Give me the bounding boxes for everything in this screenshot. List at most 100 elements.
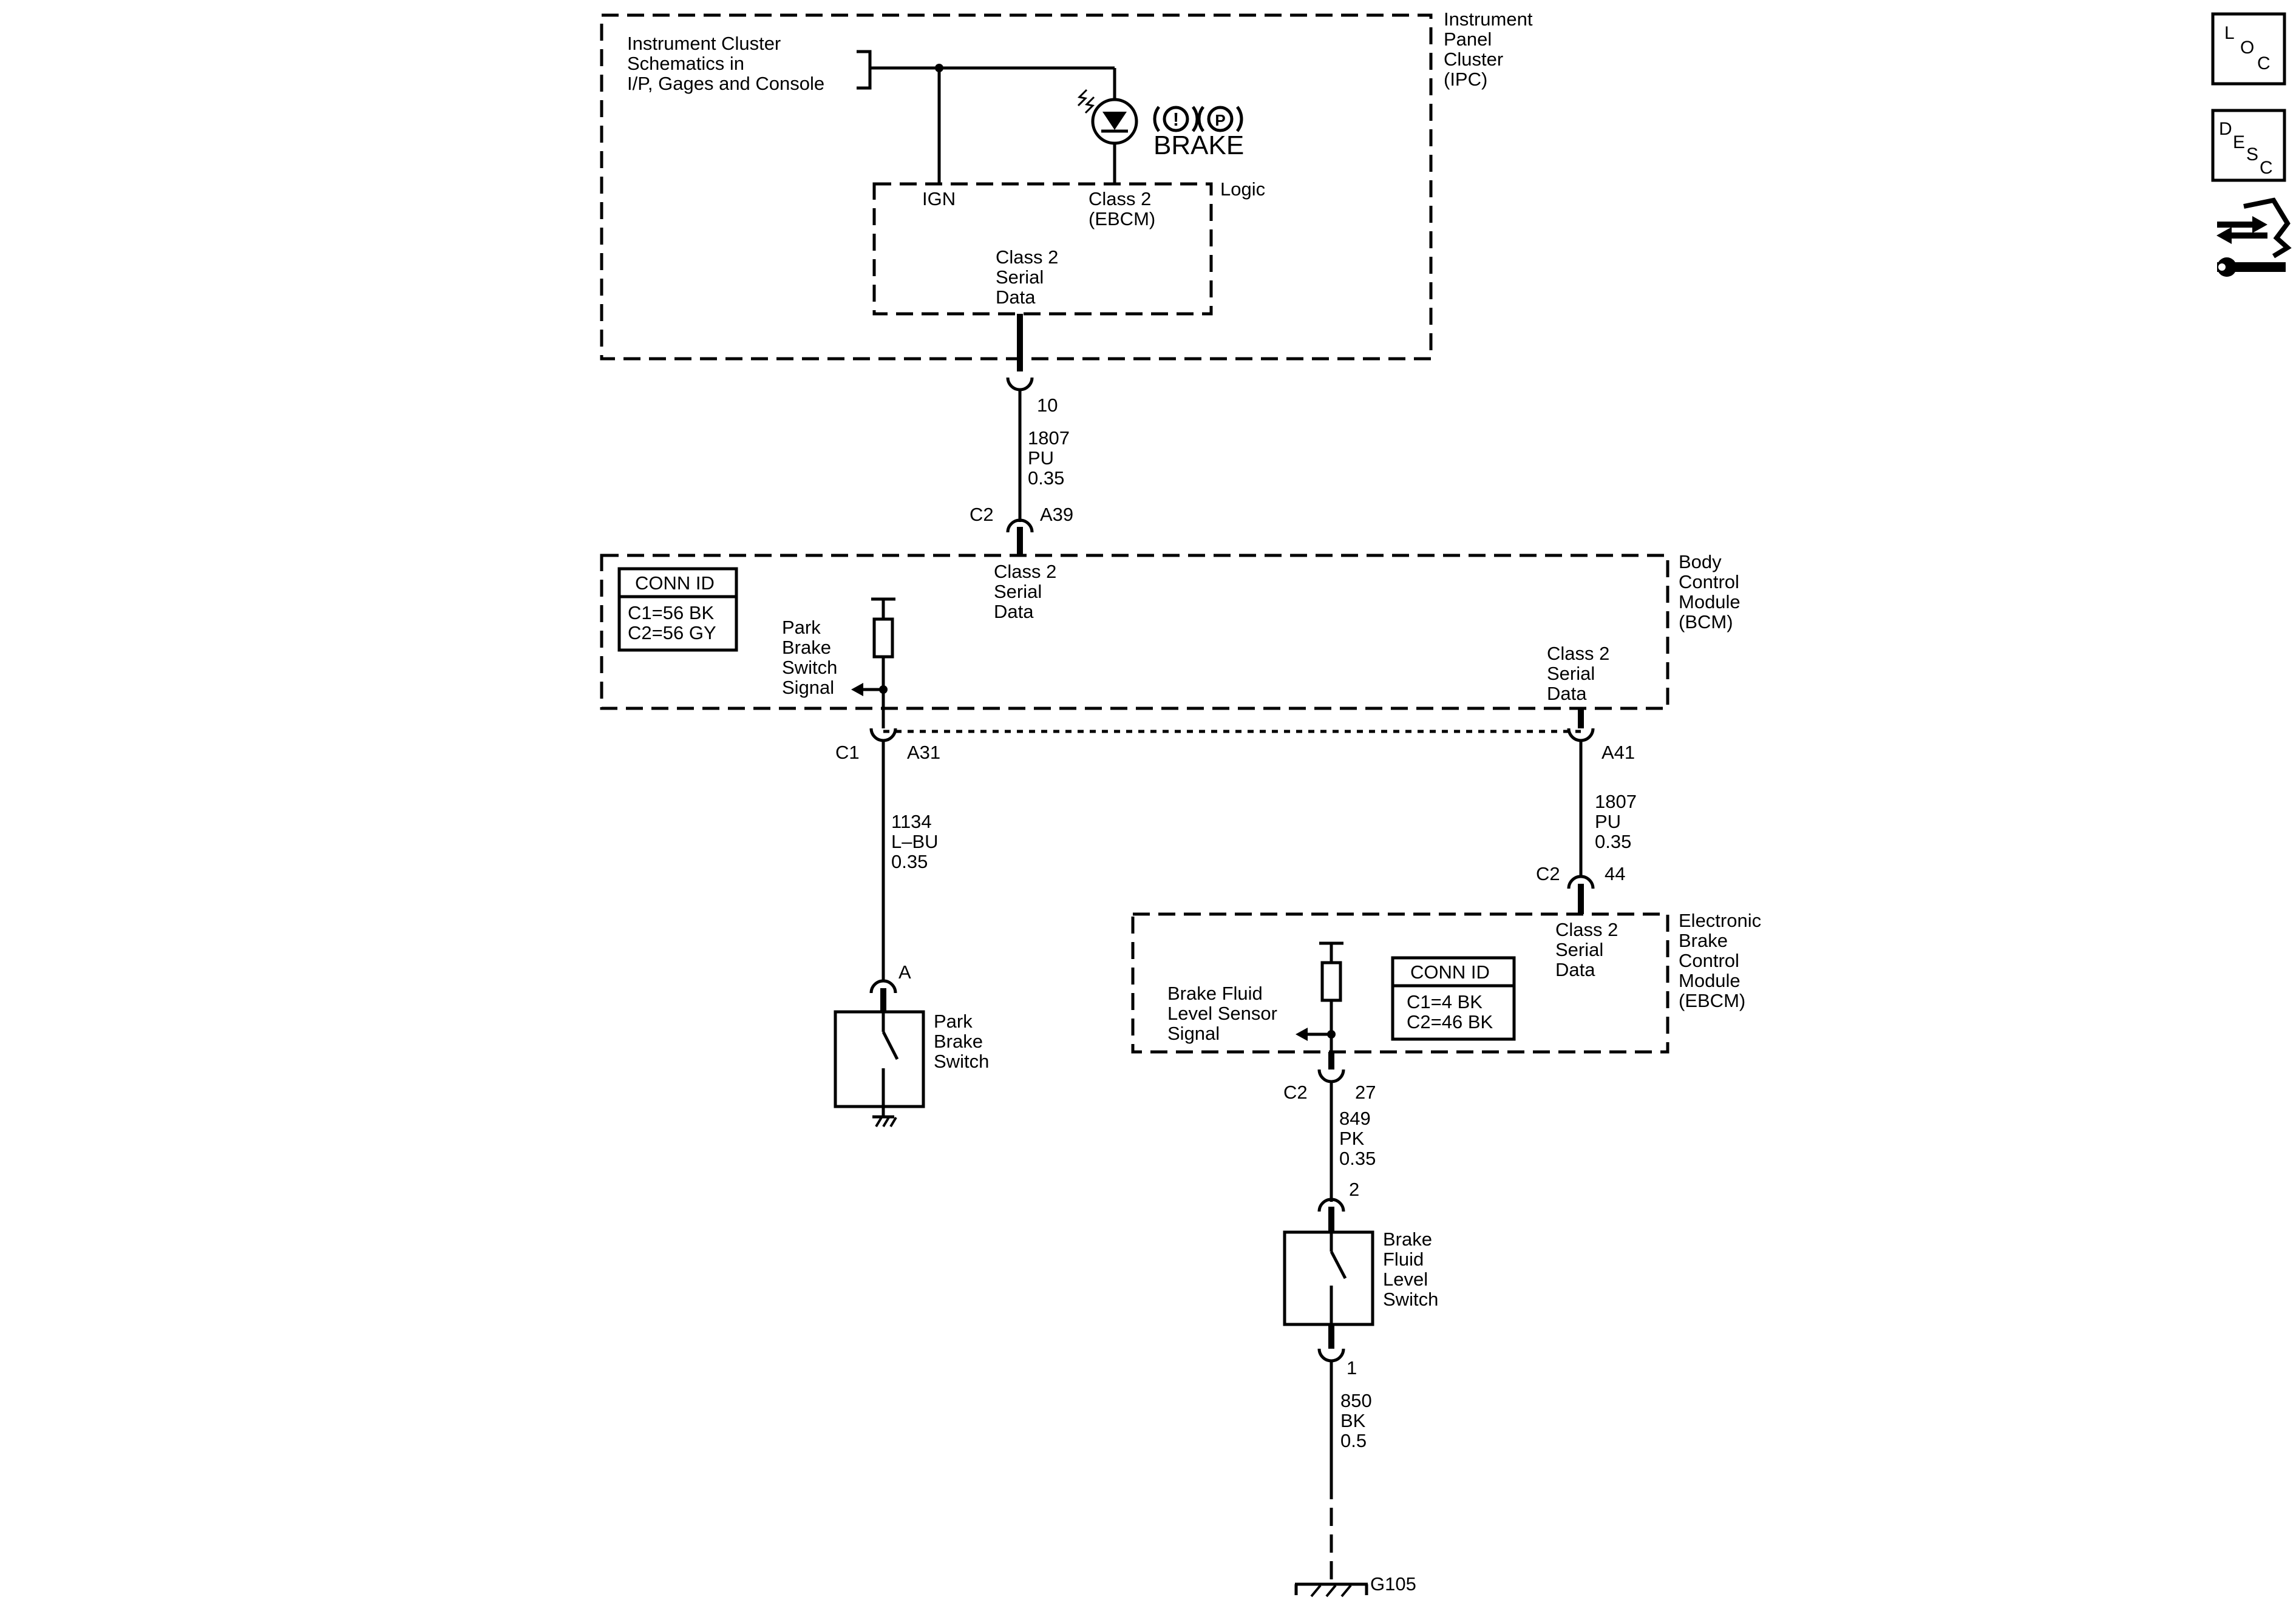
ipc-ref-line-3[interactable]: I/P, Gages and Console (627, 73, 824, 94)
ebcm-name-line-1: Electronic (1679, 910, 1761, 931)
ebcm-connector-pin-27 (1317, 1069, 1345, 1083)
ebcm-conn-id-table: CONN ID C1=4 BK C2=46 BK (1391, 956, 1516, 1041)
bcm-module: CONN ID C1=56 BK C2=56 GY Class 2 Serial… (600, 551, 1741, 728)
fluid-switch-pin (1317, 1198, 1345, 1212)
ipc-module: Instrument Cluster Schematics in I/P, Ga… (600, 8, 1533, 361)
wire-ground: 1 850 BK 0.5 G105 (1294, 1324, 1416, 1598)
connector-repair-icon[interactable] (2216, 197, 2292, 277)
ebcm-name-line-3: Control (1679, 950, 1739, 971)
park-brake-glyph: P (1215, 111, 1225, 129)
ipc-ref-line-1[interactable]: Instrument Cluster (627, 33, 781, 54)
loc-button[interactable]: L O C (2211, 12, 2286, 86)
brake-warning-symbol: ! (1153, 106, 1199, 132)
bcm-connector-c2: C2 (970, 504, 994, 525)
desc-letter-c: C (2260, 158, 2273, 178)
ebcm-serial-line-3: Data (1555, 959, 1595, 980)
wire-ebcm-to-fluid-switch: C2 27 849 PK 0.35 2 (1283, 1052, 1376, 1232)
bcm-serial-top-line-1: Class 2 (994, 561, 1056, 582)
ipc-logic-boundary (872, 182, 1213, 316)
bcm-name-line-1: Body (1679, 551, 1722, 572)
circuit-1807-number: 1807 (1028, 427, 1070, 449)
fluid-switch-name-1: Brake (1383, 1229, 1432, 1250)
ebcm-serial-line-2: Serial (1555, 939, 1603, 960)
ipc-serial-data-line-2: Serial (996, 266, 1044, 288)
desc-letter-s: S (2246, 144, 2258, 164)
circuit-1807-color: PU (1028, 447, 1054, 469)
loc-letter-o: O (2240, 38, 2254, 58)
bcm-serial-right-line-1: Class 2 (1547, 643, 1609, 664)
brake-warning-glyph: ! (1173, 109, 1179, 130)
ipc-ref-line-2[interactable]: Schematics in (627, 53, 744, 74)
bcm-conn-id-title: CONN ID (635, 572, 715, 594)
bcm-connector-pin-a31 (869, 728, 897, 742)
bcm-serial-top-line-2: Serial (994, 581, 1042, 602)
light-emission-icon (1077, 89, 1088, 107)
circuit-849-number: 849 (1339, 1108, 1371, 1129)
bcm-pin-a39: A39 (1040, 504, 1073, 525)
bcm-conn-id-c2: C2=56 GY (628, 622, 716, 643)
bcm-serial-top-line-3: Data (994, 601, 1034, 622)
fluid-connector-c2: C2 (1283, 1082, 1308, 1103)
brake-indicator-lamp (1077, 89, 1138, 145)
ipc-ign-label: IGN (922, 188, 956, 209)
ipc-serial-data-line-1: Class 2 (996, 246, 1058, 268)
bcm-conn-id-c1: C1=56 BK (628, 602, 715, 623)
ipc-name-line-1: Instrument (1444, 8, 1533, 30)
park-brake-switch-name-1: Park (934, 1011, 973, 1032)
loc-letter-l: L (2224, 23, 2235, 43)
brake-fluid-level-switch: Brake Fluid Level Switch (1283, 1229, 1438, 1326)
bcm-pullup-resistor (851, 597, 895, 728)
circuit-850-number: 850 (1340, 1390, 1372, 1411)
park-brake-signal-line-2: Brake (782, 637, 831, 658)
ipc-boundary (600, 13, 1433, 361)
bcm-connector-pin-a39 (1006, 518, 1034, 533)
bcm-name-line-2: Control (1679, 571, 1739, 592)
ebcm-conn-id-title: CONN ID (1410, 961, 1490, 983)
ground-icon (1294, 1582, 1368, 1598)
park-brake-symbol: P (1197, 106, 1243, 132)
ebcm-name-line-5: (EBCM) (1679, 990, 1745, 1011)
fluid-pin-27: 27 (1355, 1082, 1376, 1103)
circuit-1134-number: 1134 (891, 811, 932, 832)
circuit-1807-gauge: 0.35 (1028, 467, 1064, 489)
ipc-name-line-4: (IPC) (1444, 69, 1487, 90)
fluid-signal-line-3: Signal (1167, 1023, 1220, 1044)
wire-bcm-to-ebcm: A41 1807 PU 0.35 C2 44 (1536, 728, 1637, 914)
circuit-1807-b-gauge: 0.35 (1595, 831, 1631, 852)
ebcm-conn-id-c1: C1=4 BK (1407, 991, 1483, 1012)
ebcm-name-line-4: Module (1679, 970, 1741, 991)
bcm-pin-a41: A41 (1601, 742, 1635, 763)
wire-ipc-to-bcm: 10 1807 PU 0.35 C2 A39 (970, 314, 1073, 555)
fluid-signal-line-2: Level Sensor (1167, 1003, 1277, 1024)
wire-park-brake-switch: C1 A31 1134 L–BU 0.35 A (835, 728, 940, 1012)
fluid-switch-pin-1: 1 (1347, 1357, 1357, 1378)
ebcm-module: Class 2 Serial Data CONN ID C1=4 BK C2=4… (1131, 910, 1761, 1070)
signal-arrow-icon (851, 683, 863, 696)
ipc-logic-label: Logic (1220, 178, 1265, 200)
desc-letter-d: D (2219, 119, 2232, 139)
park-brake-pin-a31: A31 (907, 742, 940, 763)
park-brake-switch: Park Brake Switch (834, 1010, 989, 1128)
ipc-name-line-3: Cluster (1444, 49, 1503, 70)
circuit-849-gauge: 0.35 (1339, 1148, 1376, 1169)
ipc-name-line-2: Panel (1444, 29, 1492, 50)
desc-button[interactable]: D E S C (2211, 109, 2286, 182)
ebcm-connector-pin-44 (1567, 875, 1595, 889)
fluid-switch-ground-pin (1317, 1348, 1345, 1363)
circuit-1807-b-number: 1807 (1595, 791, 1637, 812)
circuit-850-color: BK (1340, 1410, 1366, 1431)
bcm-boundary (600, 554, 1669, 710)
park-brake-signal-line-1: Park (782, 617, 821, 638)
ipc-ref-bracket (857, 50, 872, 90)
fluid-signal-line-1: Brake Fluid (1167, 983, 1263, 1004)
park-brake-signal-line-4: Signal (782, 677, 834, 698)
circuit-850-gauge: 0.5 (1340, 1430, 1367, 1451)
park-brake-switch-pin (869, 979, 897, 994)
circuit-849-color: PK (1339, 1128, 1365, 1149)
fluid-switch-name-3: Level (1383, 1269, 1428, 1290)
ipc-pin-number: 10 (1037, 395, 1058, 416)
ipc-connector-pin (1006, 377, 1034, 392)
bcm-name-line-4: (BCM) (1679, 611, 1733, 632)
circuit-1134-gauge: 0.35 (891, 851, 928, 872)
